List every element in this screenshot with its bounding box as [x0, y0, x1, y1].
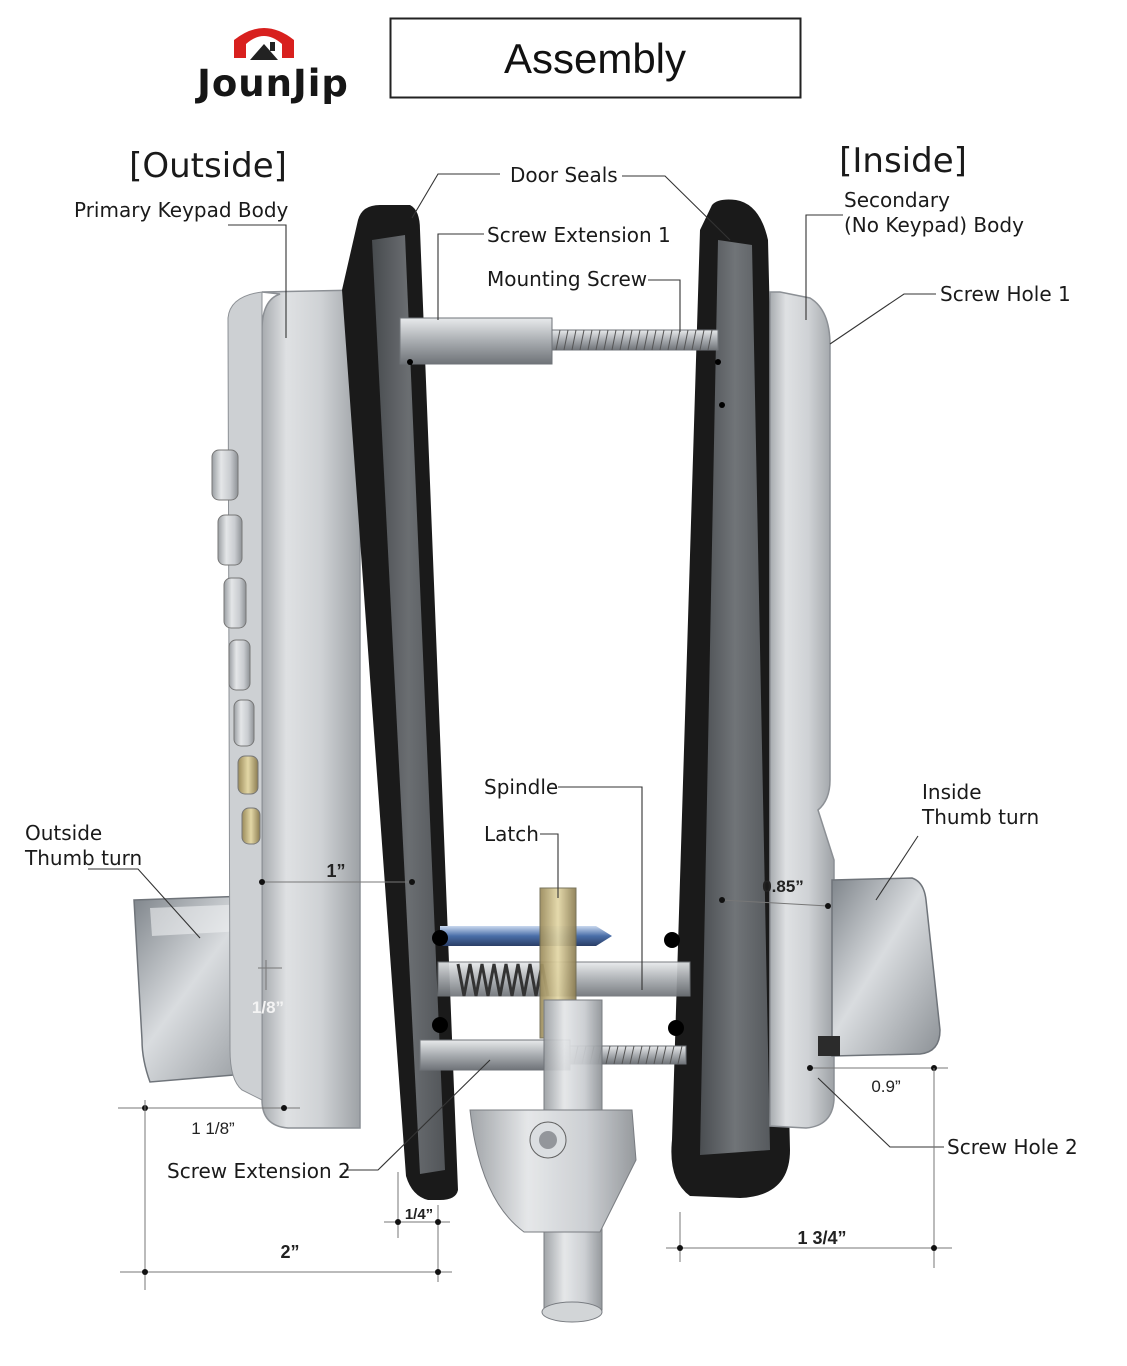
outside-heading: [Outside] — [129, 146, 287, 186]
label-latch: Latch — [484, 822, 539, 846]
dim-inside-total: 1 3/4” — [797, 1228, 846, 1248]
label-mounting-screw: Mounting Screw — [487, 267, 647, 291]
label-inside-thumb-turn-2: Thumb turn — [921, 805, 1039, 829]
brand-logo: JounJip — [194, 28, 349, 105]
keypad-button — [237, 755, 259, 795]
inside-heading: [Inside] — [839, 141, 967, 181]
label-door-seals: Door Seals — [510, 163, 618, 187]
keypad-button — [233, 699, 255, 747]
keypad-button — [241, 807, 261, 845]
leader-lines — [88, 173, 944, 1171]
page-title: Assembly — [504, 35, 686, 82]
label-screw-hole-2: Screw Hole 2 — [947, 1135, 1078, 1159]
keypad-button — [223, 577, 247, 629]
label-secondary-body-1: Secondary — [844, 188, 950, 212]
house-roof-icon — [234, 28, 294, 58]
house-icon — [250, 44, 278, 60]
label-spindle: Spindle — [484, 775, 558, 799]
dim-outside-total: 2” — [280, 1242, 299, 1262]
label-primary-keypad-body: Primary Keypad Body — [74, 198, 289, 222]
dimension-labels: 1” 0.85” 1/8” 1 1/8” 1/4” 2” 0.9” 1 3/4” — [191, 861, 901, 1262]
dim-thumb-turn-gap: 1/8” — [252, 998, 284, 1017]
dim-keypad-to-seal: 1” — [326, 861, 345, 881]
spring — [456, 963, 550, 997]
dim-seal-thickness: 1/4” — [405, 1206, 433, 1223]
screw-extension-1 — [399, 317, 553, 365]
latch — [469, 887, 637, 1323]
keypad-button — [228, 639, 251, 691]
dim-inside-offset: 0.85” — [762, 877, 804, 896]
brand-name: JounJip — [194, 62, 349, 105]
title-box: Assembly — [389, 17, 802, 99]
label-screw-hole-1: Screw Hole 1 — [940, 282, 1071, 306]
label-outside-thumb-turn-2: Thumb turn — [24, 846, 142, 870]
secondary-body — [769, 291, 835, 1129]
label-screw-extension-2: Screw Extension 2 — [167, 1159, 351, 1183]
spindle-pin — [440, 926, 612, 946]
dim-outside-depth: 1 1/8” — [191, 1119, 235, 1138]
dim-inside-thumb-depth: 0.9” — [871, 1077, 901, 1096]
label-screw-extension-1: Screw Extension 1 — [487, 223, 671, 247]
keypad-button — [211, 449, 239, 501]
dimension-lines — [118, 879, 952, 1290]
label-outside-thumb-turn-1: Outside — [25, 821, 102, 845]
label-inside-thumb-turn-1: Inside — [922, 780, 982, 804]
keypad-button — [217, 514, 243, 566]
keypad-buttons — [211, 449, 261, 845]
callout-labels: Primary Keypad Body Door Seals Screw Ext… — [24, 163, 1078, 1183]
lock-illustration — [133, 199, 941, 1323]
label-secondary-body-2: (No Keypad) Body — [844, 213, 1024, 237]
inside-thumb-turn — [831, 877, 941, 1057]
